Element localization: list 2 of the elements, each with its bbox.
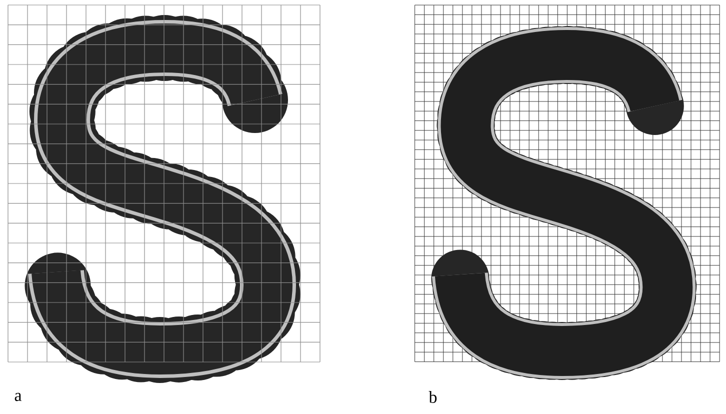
panel-label: a: [14, 392, 22, 402]
panel-label: b: [428, 391, 437, 403]
